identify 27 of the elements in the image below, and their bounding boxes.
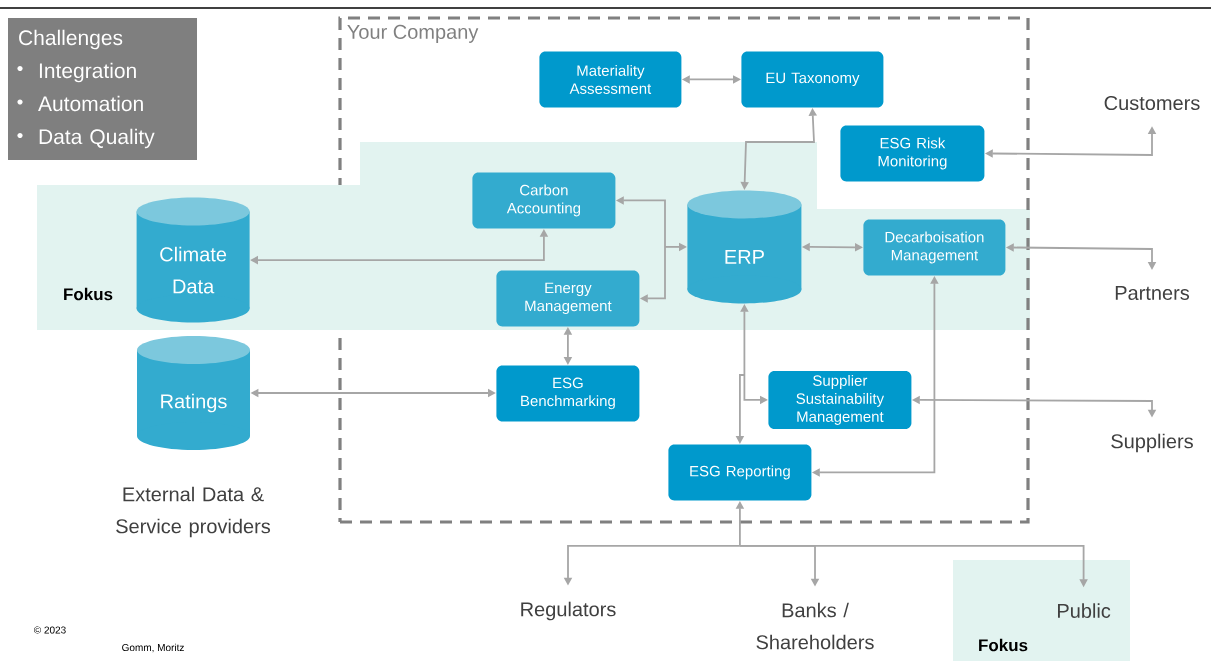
node-label: Automation (38, 95, 143, 112)
copyright-note: © 2023 (33, 626, 66, 634)
process-box: Materiality Assessment (539, 51, 682, 108)
node-label: Fokus (64, 287, 113, 301)
stakeholder-label: Customers (1104, 95, 1200, 111)
process-box: Decarboisation Management (863, 219, 1006, 276)
stakeholder-label: Regulators (521, 601, 616, 621)
node-label: Integration (39, 62, 136, 83)
provider-caption: External Data & Service providers (116, 486, 271, 538)
challenges-box: Challenges Integration Automation Data Quality (8, 18, 197, 160)
stakeholder-label: Partners (1115, 286, 1190, 300)
database-cylinder: Climate Data (136, 197, 250, 323)
process-box: Carbon Accounting (472, 172, 616, 229)
author-note: Gomm, Moritz (122, 643, 184, 653)
database-cylinder: Ratings (137, 336, 250, 450)
stakeholder-label: Suppliers (1111, 433, 1193, 453)
process-box: Supplier Sustainability Management (768, 370, 912, 429)
process-box: Energy Management (496, 270, 640, 327)
node-label: Challenges (19, 29, 123, 50)
process-box: ESG Risk Monitoring (840, 125, 985, 182)
process-box: ESG Reporting (668, 444, 812, 501)
node-label: Data Quality (39, 128, 155, 149)
process-box: ESG Benchmarking (496, 365, 640, 422)
stakeholder-label: Banks / Shareholders (756, 602, 874, 650)
stakeholder-label: Public (1058, 603, 1111, 618)
database-cylinder: ERP (687, 190, 802, 304)
process-box: EU Taxonomy (741, 51, 884, 108)
